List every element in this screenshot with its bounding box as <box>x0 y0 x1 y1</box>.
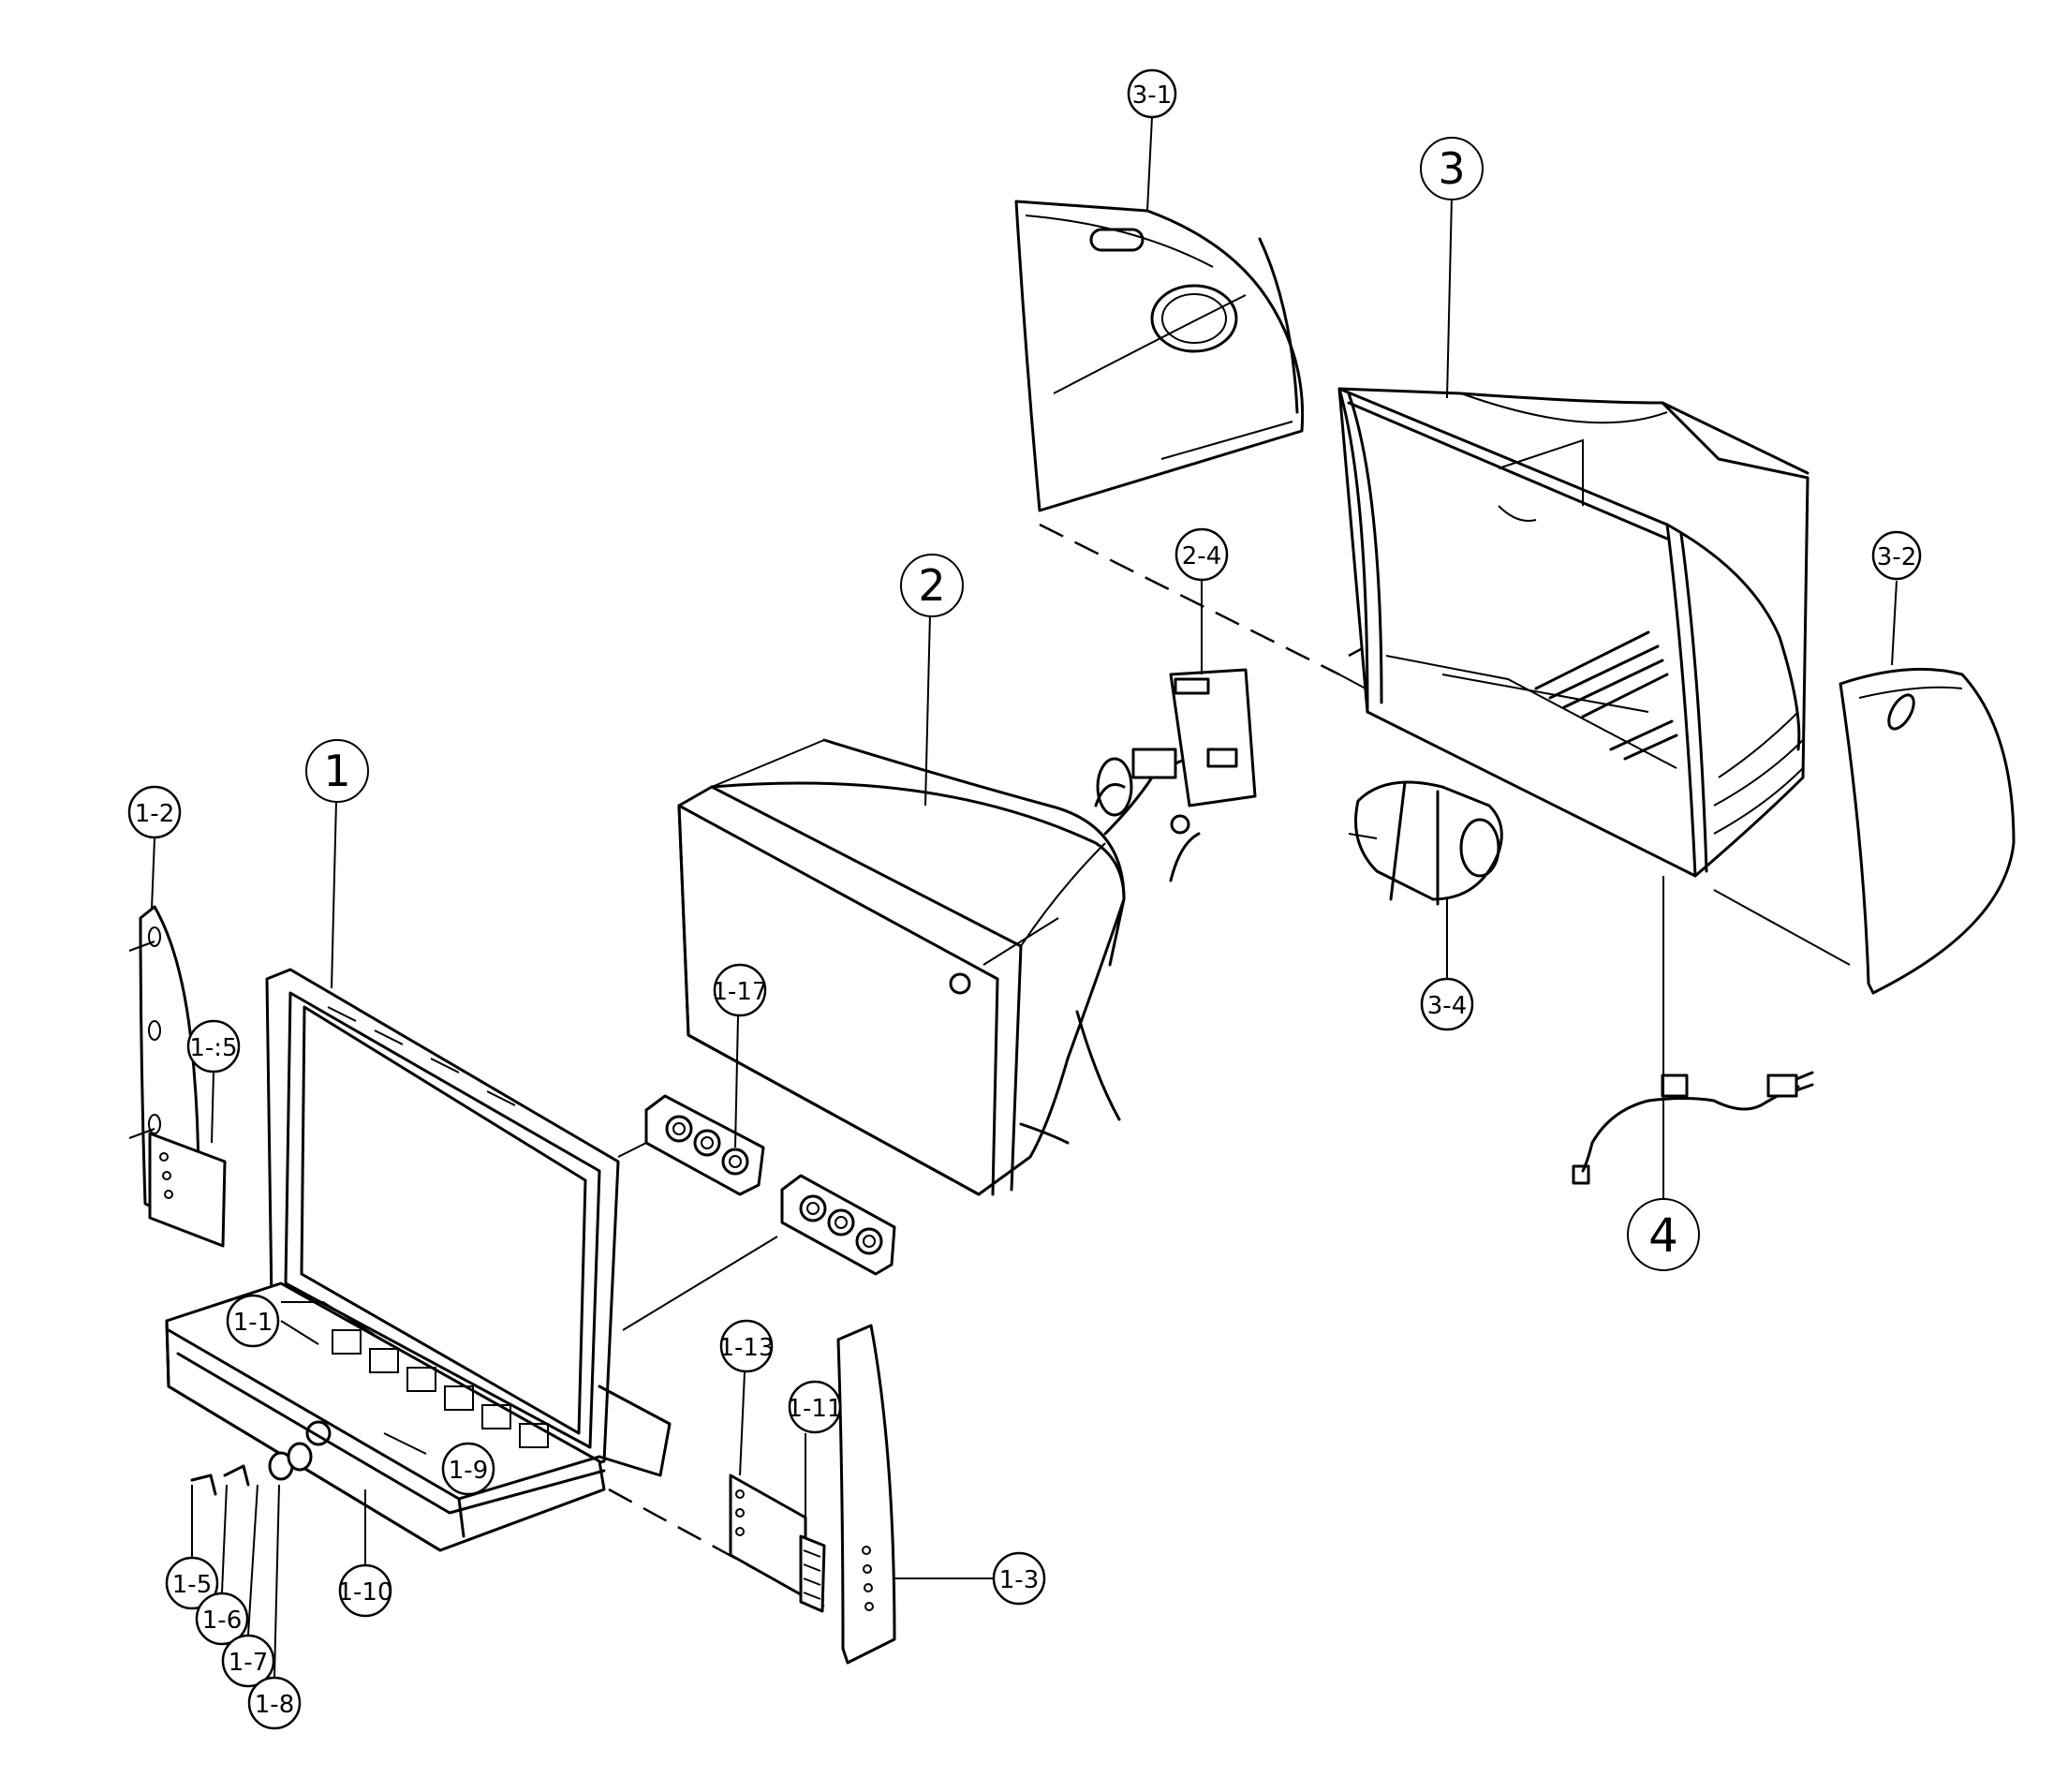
part-1-13-control-pcb <box>729 1474 807 1599</box>
callout-1-6-label: 1-6 <box>202 1607 242 1635</box>
callout-2-label: 2 <box>918 560 945 611</box>
part-3-4-transformer <box>1348 780 1503 906</box>
callout-1-8-label: 1-8 <box>255 1691 294 1719</box>
callout-3-1-label: 3-1 <box>1132 81 1172 110</box>
callout-1-15: 1-:5 <box>186 1019 241 1074</box>
part-4-power-cord <box>1572 1071 1814 1185</box>
callout-1-6: 1-6 <box>195 1592 249 1646</box>
callout-1-13: 1-13 <box>718 1319 775 1373</box>
callout-1-11-label: 1-11 <box>787 1395 842 1423</box>
callout-1-10-label: 1-10 <box>337 1578 392 1607</box>
callout-4: 4 <box>1627 1198 1700 1271</box>
callout-1-17: 1-17 <box>712 963 768 1017</box>
part-1-17-speaker-upper <box>644 1094 765 1196</box>
callout-3-2: 3-2 <box>1871 530 1922 581</box>
callout-1-15-label: 1-:5 <box>189 1034 237 1062</box>
callout-1-10: 1-10 <box>337 1563 393 1618</box>
callout-1-7: 1-7 <box>221 1634 275 1688</box>
callout-2: 2 <box>900 554 964 617</box>
callout-1-17-label: 1-17 <box>712 978 767 1006</box>
callout-1-3: 1-3 <box>992 1551 1046 1606</box>
part-1-3-right-panel <box>836 1324 896 1665</box>
callout-1-5-label: 1-5 <box>172 1571 212 1599</box>
callout-1-9-label: 1-9 <box>449 1457 488 1485</box>
callout-1: 1 <box>305 739 369 803</box>
callout-1-7-label: 1-7 <box>229 1649 268 1677</box>
callout-3-1: 3-1 <box>1127 68 1177 119</box>
part-3-2-right-cover <box>1839 667 2016 995</box>
part-2-4-neck-board <box>1169 668 1257 882</box>
callout-1-13-label: 1-13 <box>718 1334 774 1362</box>
callout-4-label: 4 <box>1648 1208 1678 1263</box>
part-1-11-button-set <box>799 1534 826 1613</box>
part-3-rear-cabinet <box>1337 387 1810 878</box>
callout-3-4: 3-4 <box>1420 977 1474 1031</box>
leader-lines <box>151 116 1898 1678</box>
callout-1-8: 1-8 <box>247 1676 302 1730</box>
callout-3: 3 <box>1420 137 1484 200</box>
part-1-front-cabinet <box>165 968 672 1552</box>
speaker-lower <box>780 1174 896 1276</box>
callout-1-3-label: 1-3 <box>999 1566 1039 1594</box>
callout-3-2-label: 3-2 <box>1877 543 1916 571</box>
callout-1-label: 1 <box>323 746 350 796</box>
part-1-15-left-pcb <box>148 1132 227 1248</box>
callout-2-4-label: 2-4 <box>1182 542 1221 570</box>
callout-1-9: 1-9 <box>441 1442 495 1496</box>
callout-1-1: 1-1 <box>226 1294 280 1348</box>
callout-3-4-label: 3-4 <box>1427 992 1467 1020</box>
callout-1-2: 1-2 <box>127 785 182 839</box>
part-3-1-left-cover <box>1014 200 1305 512</box>
callout-1-2-label: 1-2 <box>135 800 174 828</box>
part-2-picture-tube <box>677 738 1210 1196</box>
small-knob-parts <box>190 1442 313 1496</box>
callout-1-1-label: 1-1 <box>233 1309 273 1337</box>
callout-2-4: 2-4 <box>1174 527 1229 582</box>
callout-3-label: 3 <box>1438 143 1465 194</box>
callout-1-11: 1-11 <box>787 1380 843 1434</box>
callout-1-5: 1-5 <box>165 1556 219 1610</box>
